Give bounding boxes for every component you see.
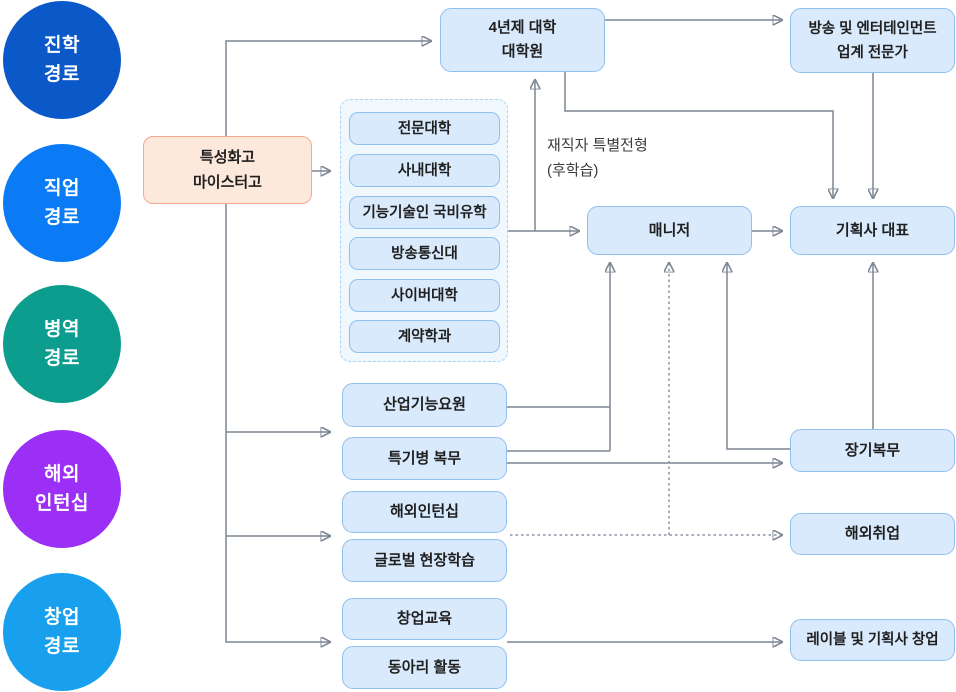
node-education-option: 사내대학	[349, 154, 500, 187]
node-label: 방송통신대	[391, 245, 458, 262]
node-start-highschool: 특성화고 마이스터고	[143, 136, 312, 204]
node-long-term-service: 장기복무	[790, 429, 955, 472]
connector-university-to-ceo	[564, 72, 833, 197]
legend-circle-3-line2: 인턴십	[35, 493, 89, 514]
legend-circle-1-line2: 경로	[44, 207, 80, 228]
node-label: 사내대학	[397, 162, 452, 179]
node-start-line1: 특성화고	[199, 149, 256, 166]
legend-circle-0-line1: 진학	[44, 35, 80, 56]
annotation-line2: (후학습)	[547, 162, 599, 179]
node-manager: 매니저	[587, 206, 752, 255]
node-education-option: 기능기술인 국비유학	[349, 196, 500, 229]
node-university-line2: 대학원	[501, 43, 544, 60]
connector-military-to-manager	[507, 264, 610, 452]
node-label: 산업기능요원	[383, 396, 466, 413]
annotation-special-admission: 재직자 특별전형 (후학습)	[547, 133, 648, 183]
node-startup-option: 창업교육	[342, 598, 507, 640]
node-label: 기획사 대표	[835, 221, 910, 239]
node-label-agency-founding: 레이블 및 기획사 창업	[790, 619, 955, 661]
node-expert-line1: 방송 및 엔터테인먼트	[808, 20, 937, 37]
legend-circle-2: 병역 경로	[3, 285, 121, 403]
node-military-option: 산업기능요원	[342, 383, 507, 427]
node-university: 4년제 대학 대학원	[440, 8, 605, 72]
connector-start-to-university	[225, 41, 430, 136]
legend-circle-0-line2: 경로	[44, 64, 80, 85]
legend-circle-4-line1: 창업	[44, 607, 80, 628]
node-label: 레이블 및 기획사 창업	[806, 632, 939, 648]
legend-circle-1: 직업 경로	[3, 144, 121, 262]
legend-circle-3: 해외 인턴십	[3, 430, 121, 548]
legend-circle-2-line2: 경로	[44, 348, 80, 369]
node-overseas-employment: 해외취업	[790, 513, 955, 555]
legend-circle-3-line1: 해외	[44, 464, 80, 485]
node-label: 장기복무	[844, 441, 901, 459]
node-label: 매니저	[648, 221, 691, 239]
node-military-option: 특기병 복무	[342, 437, 507, 480]
node-overseas-option: 해외인턴십	[342, 491, 507, 533]
node-expert-line2: 업계 전문가	[837, 44, 908, 61]
node-agency-ceo: 기획사 대표	[790, 206, 955, 255]
node-education-option: 전문대학	[349, 112, 500, 145]
legend-circle-2-line1: 병역	[44, 319, 80, 340]
connector-longterm-to-manager	[727, 264, 790, 450]
node-label: 글로벌 현장학습	[374, 551, 475, 569]
legend-circle-0: 진학 경로	[3, 1, 121, 119]
node-label: 동아리 활동	[387, 658, 462, 676]
node-label: 창업교육	[396, 610, 453, 627]
node-education-option: 사이버대학	[349, 279, 500, 312]
node-start-line2: 마이스터고	[192, 174, 262, 191]
node-label: 계약학과	[397, 328, 452, 345]
legend-circle-4-line2: 경로	[44, 636, 80, 657]
connector-trunk-to-startup-group	[225, 204, 329, 642]
node-label: 전문대학	[397, 120, 452, 137]
node-label: 사이버대학	[391, 287, 458, 304]
node-industry-expert: 방송 및 엔터테인먼트 업계 전문가	[790, 8, 955, 73]
node-overseas-option: 글로벌 현장학습	[342, 539, 507, 582]
annotation-line1: 재직자 특별전형	[547, 137, 648, 154]
node-label: 기능기술인 국비유학	[362, 204, 487, 221]
legend-circle-1-line1: 직업	[44, 178, 80, 199]
node-label: 해외취업	[844, 525, 901, 542]
node-label: 특기병 복무	[387, 449, 462, 467]
node-label: 해외인턴십	[389, 503, 459, 520]
node-startup-option: 동아리 활동	[342, 646, 507, 689]
node-education-option: 방송통신대	[349, 237, 500, 270]
node-education-option: 계약학과	[349, 320, 500, 353]
node-university-line1: 4년제 대학	[488, 19, 557, 36]
legend-circle-4: 창업 경로	[3, 573, 121, 691]
